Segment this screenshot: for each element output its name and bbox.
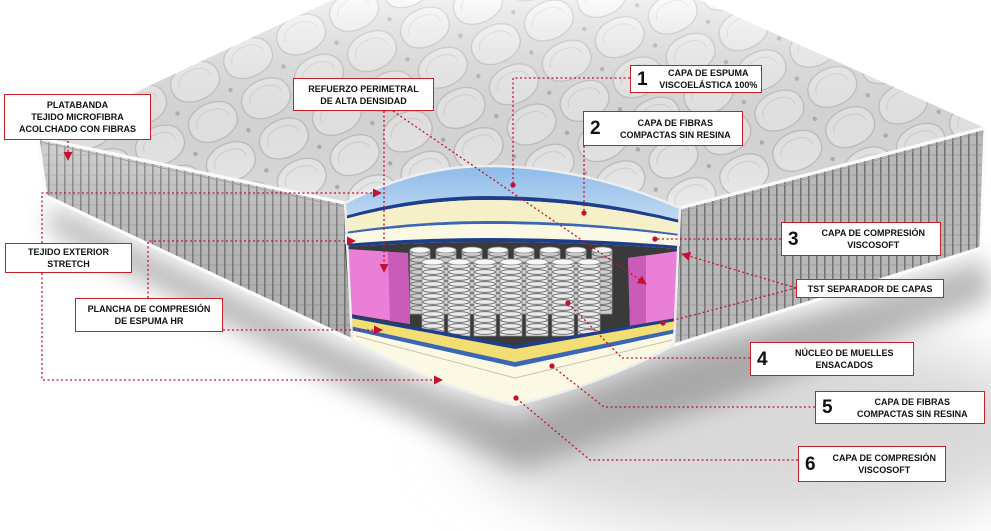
layer-bottom-compression xyxy=(350,330,676,405)
label-text: CAPA DE FIBRAS COMPACTAS SIN RESINA xyxy=(841,396,984,420)
label-text: CAPA DE COMPRESIÓN VISCOSOFT xyxy=(824,452,945,476)
label-capa4: 4 NÚCLEO DE MUELLES ENSACADOS xyxy=(750,342,914,376)
callout-tst-upper xyxy=(681,251,797,289)
label-line: ACOLCHADO CON FIBRAS xyxy=(19,124,136,134)
label-line: TEJIDO MICROFIBRA xyxy=(31,112,124,122)
label-line: VISCOSOFT xyxy=(858,465,911,475)
pocket-spring xyxy=(447,258,471,337)
label-text: TEJIDO EXTERIOR STRETCH xyxy=(28,246,109,270)
layer-number: 6 xyxy=(805,453,816,475)
label-line: VISCOELÁSTICA 100% xyxy=(659,80,758,90)
callout-dot xyxy=(565,300,571,306)
pocket-spring xyxy=(525,258,549,337)
layer-tst-separator xyxy=(345,221,680,236)
label-line: STRETCH xyxy=(47,259,90,269)
layer-number: 5 xyxy=(822,397,833,418)
label-line: NÚCLEO DE MUELLES xyxy=(795,348,894,358)
callout-capa4 xyxy=(567,302,750,359)
pocket-spring xyxy=(551,258,575,337)
mattress xyxy=(36,0,987,347)
layer-bottom-inner-line xyxy=(355,335,673,379)
callout-refuerzo-right xyxy=(392,110,647,285)
label-plancha: PLANCHA DE COMPRESIÓN DE ESPUMA HR xyxy=(75,298,223,332)
label-capa6: 6 CAPA DE COMPRESIÓN VISCOSOFT xyxy=(798,446,946,482)
label-tst: TST SEPARADOR DE CAPAS xyxy=(796,279,944,298)
layer-bottom-fibers xyxy=(350,318,676,362)
callout-dots xyxy=(510,182,666,401)
spring-core xyxy=(409,246,613,337)
label-line: PLATABANDA xyxy=(46,100,109,110)
label-refuerzo: REFUERZO PERIMETRAL DE ALTA DENSIDAD xyxy=(293,78,434,111)
label-line: PLANCHA DE COMPRESIÓN xyxy=(87,304,211,314)
label-tejido: TEJIDO EXTERIOR STRETCH xyxy=(5,243,132,273)
pocket-spring xyxy=(473,258,497,337)
callout-dot xyxy=(652,236,658,242)
layer-separator xyxy=(345,238,680,249)
hr-foam-plate-right-side xyxy=(628,256,646,326)
label-text: CAPA DE ESPUMA VISCOELÁSTICA 100% xyxy=(656,67,761,91)
layer-compression-viscosoft xyxy=(345,224,680,246)
label-capa2: 2 CAPA DE FIBRAS COMPACTAS SIN RESINA xyxy=(583,111,743,146)
pocket-spring xyxy=(577,258,601,337)
label-text: REFUERZO PERIMETRAL DE ALTA DENSIDAD xyxy=(308,83,419,107)
callout-tst-lower xyxy=(662,287,797,324)
label-line: CAPA DE FIBRAS xyxy=(874,396,951,407)
label-line: DE ALTA DENSIDAD xyxy=(320,95,407,106)
layer-bottom-separator xyxy=(350,315,676,349)
label-capa1: 1 CAPA DE ESPUMA VISCOELÁSTICA 100% xyxy=(630,65,762,93)
cutaway-outline xyxy=(343,164,682,407)
cutaway-section xyxy=(343,164,682,407)
callout-capa6 xyxy=(515,397,798,461)
label-line: CAPA DE ESPUMA xyxy=(668,68,749,78)
pocket-spring xyxy=(421,258,445,337)
layer-number: 4 xyxy=(757,348,768,370)
label-text: TST SEPARADOR DE CAPAS xyxy=(808,283,933,295)
label-line: COMPACTAS SIN RESINA xyxy=(856,408,968,419)
layer-compact-fibers xyxy=(345,200,680,234)
label-text: CAPA DE COMPRESIÓN VISCOSOFT xyxy=(807,227,940,251)
label-platabanda: PLATABANDA TEJIDO MICROFIBRA ACOLCHADO C… xyxy=(4,94,151,140)
label-text: PLATABANDA TEJIDO MICROFIBRA ACOLCHADO C… xyxy=(19,99,136,135)
label-line: REFUERZO PERIMETRAL xyxy=(308,83,419,94)
callout-dot xyxy=(510,182,516,188)
label-capa3: 3 CAPA DE COMPRESIÓN VISCOSOFT xyxy=(781,222,941,256)
label-line: VISCOSOFT xyxy=(847,240,900,250)
callout-plancha-upper xyxy=(147,236,356,298)
callout-dot xyxy=(549,363,555,369)
layer-number: 2 xyxy=(590,118,601,139)
label-line: CAPA DE COMPRESIÓN xyxy=(821,228,926,238)
callout-tejido-lower xyxy=(41,273,443,385)
label-line: CAPA DE COMPRESIÓN xyxy=(832,453,937,463)
callout-capa1 xyxy=(512,77,630,185)
label-text: CAPA DE FIBRAS COMPACTAS SIN RESINA xyxy=(609,117,742,141)
callout-dot xyxy=(660,320,666,326)
label-line: ENSACADOS xyxy=(815,360,874,370)
label-line: CAPA DE FIBRAS xyxy=(637,117,714,128)
label-line: TST SEPARADOR DE CAPAS xyxy=(807,283,933,294)
label-capa5: 5 CAPA DE FIBRAS COMPACTAS SIN RESINA xyxy=(815,391,985,424)
layer-separator xyxy=(345,196,680,223)
callout-dot xyxy=(581,210,587,216)
label-line: DE ESPUMA HR xyxy=(114,316,184,326)
label-line: COMPACTAS SIN RESINA xyxy=(619,129,731,140)
pocket-spring xyxy=(499,258,523,337)
hr-foam-plate-left-side xyxy=(388,252,410,324)
label-text: PLANCHA DE COMPRESIÓN DE ESPUMA HR xyxy=(88,303,211,327)
callout-dot xyxy=(513,395,519,401)
layer-number: 1 xyxy=(637,68,648,90)
callout-lines xyxy=(41,77,815,461)
label-line: TEJIDO EXTERIOR xyxy=(27,247,109,257)
label-text: NÚCLEO DE MUELLES ENSACADOS xyxy=(776,347,913,371)
quilted-top-shade xyxy=(38,0,985,208)
callout-tejido-upper xyxy=(41,188,382,243)
layer-number: 3 xyxy=(788,228,799,250)
